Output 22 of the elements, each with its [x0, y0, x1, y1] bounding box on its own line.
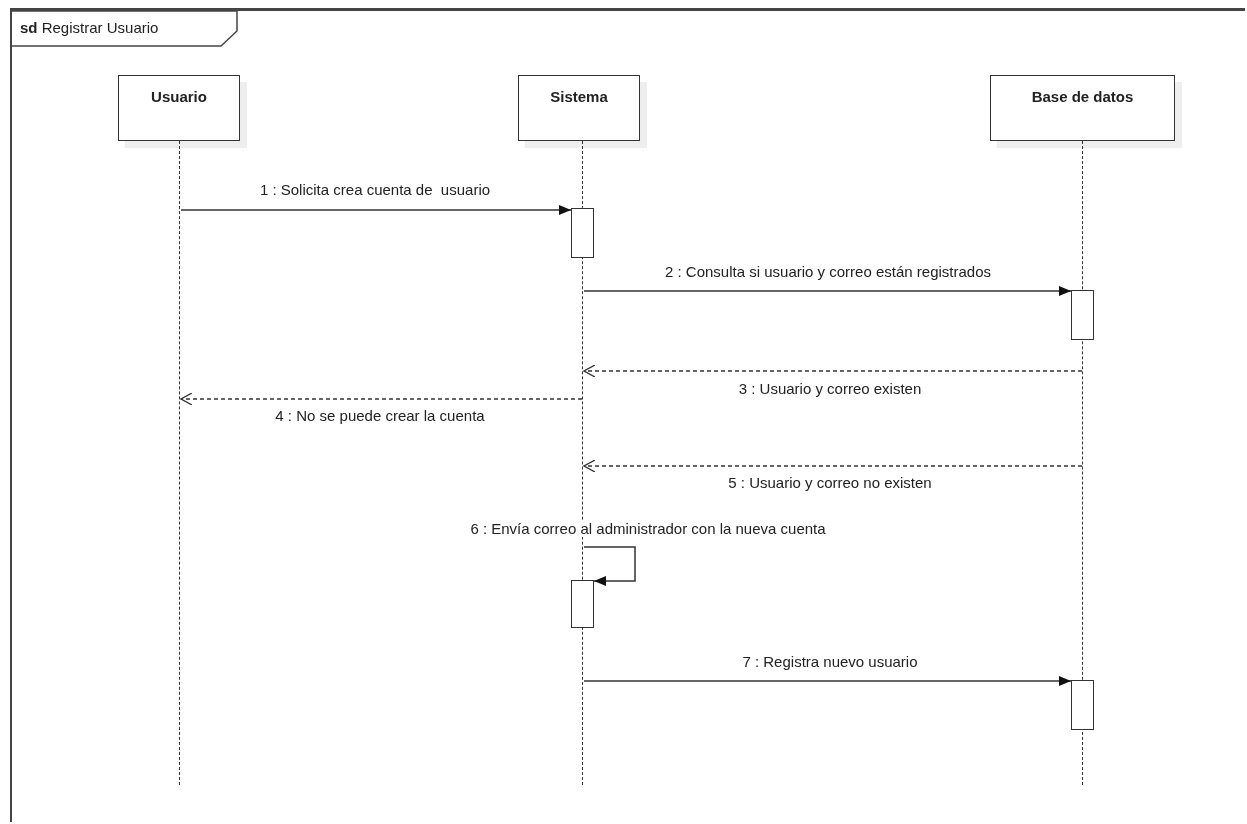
- participant-name: Usuario: [151, 88, 207, 105]
- message-label: 2 : Consulta si usuario y correo están registrados: [663, 263, 993, 280]
- message-label: 4 : No se puede crear la cuenta: [273, 407, 487, 424]
- message-arrow: [180, 205, 572, 215]
- lifeline: [179, 141, 181, 785]
- message-arrow: [583, 676, 1072, 686]
- message-label: 5 : Usuario y correo no existen: [726, 474, 934, 491]
- message-label: 3 : Usuario y correo existen: [736, 380, 924, 397]
- participant-name: Base de datos: [1031, 88, 1134, 105]
- activation-bar: [571, 580, 594, 628]
- frame-title: sd Registrar Usuario: [20, 19, 159, 36]
- participant-name: Sistema: [550, 88, 608, 105]
- message-arrow: [583, 546, 636, 586]
- activation-bar: [1071, 290, 1094, 340]
- message-label: 6 : Envía correo al administrador con la nueva cuenta: [468, 520, 828, 537]
- message-arrow: [583, 286, 1072, 296]
- activation-bar: [571, 208, 594, 258]
- message-label: 7 : Registra nuevo usuario: [740, 653, 920, 670]
- activation-bar: [1071, 680, 1094, 730]
- return-message-arrow: [583, 459, 1083, 473]
- return-message-arrow: [583, 364, 1083, 378]
- return-message-arrow: [180, 392, 583, 406]
